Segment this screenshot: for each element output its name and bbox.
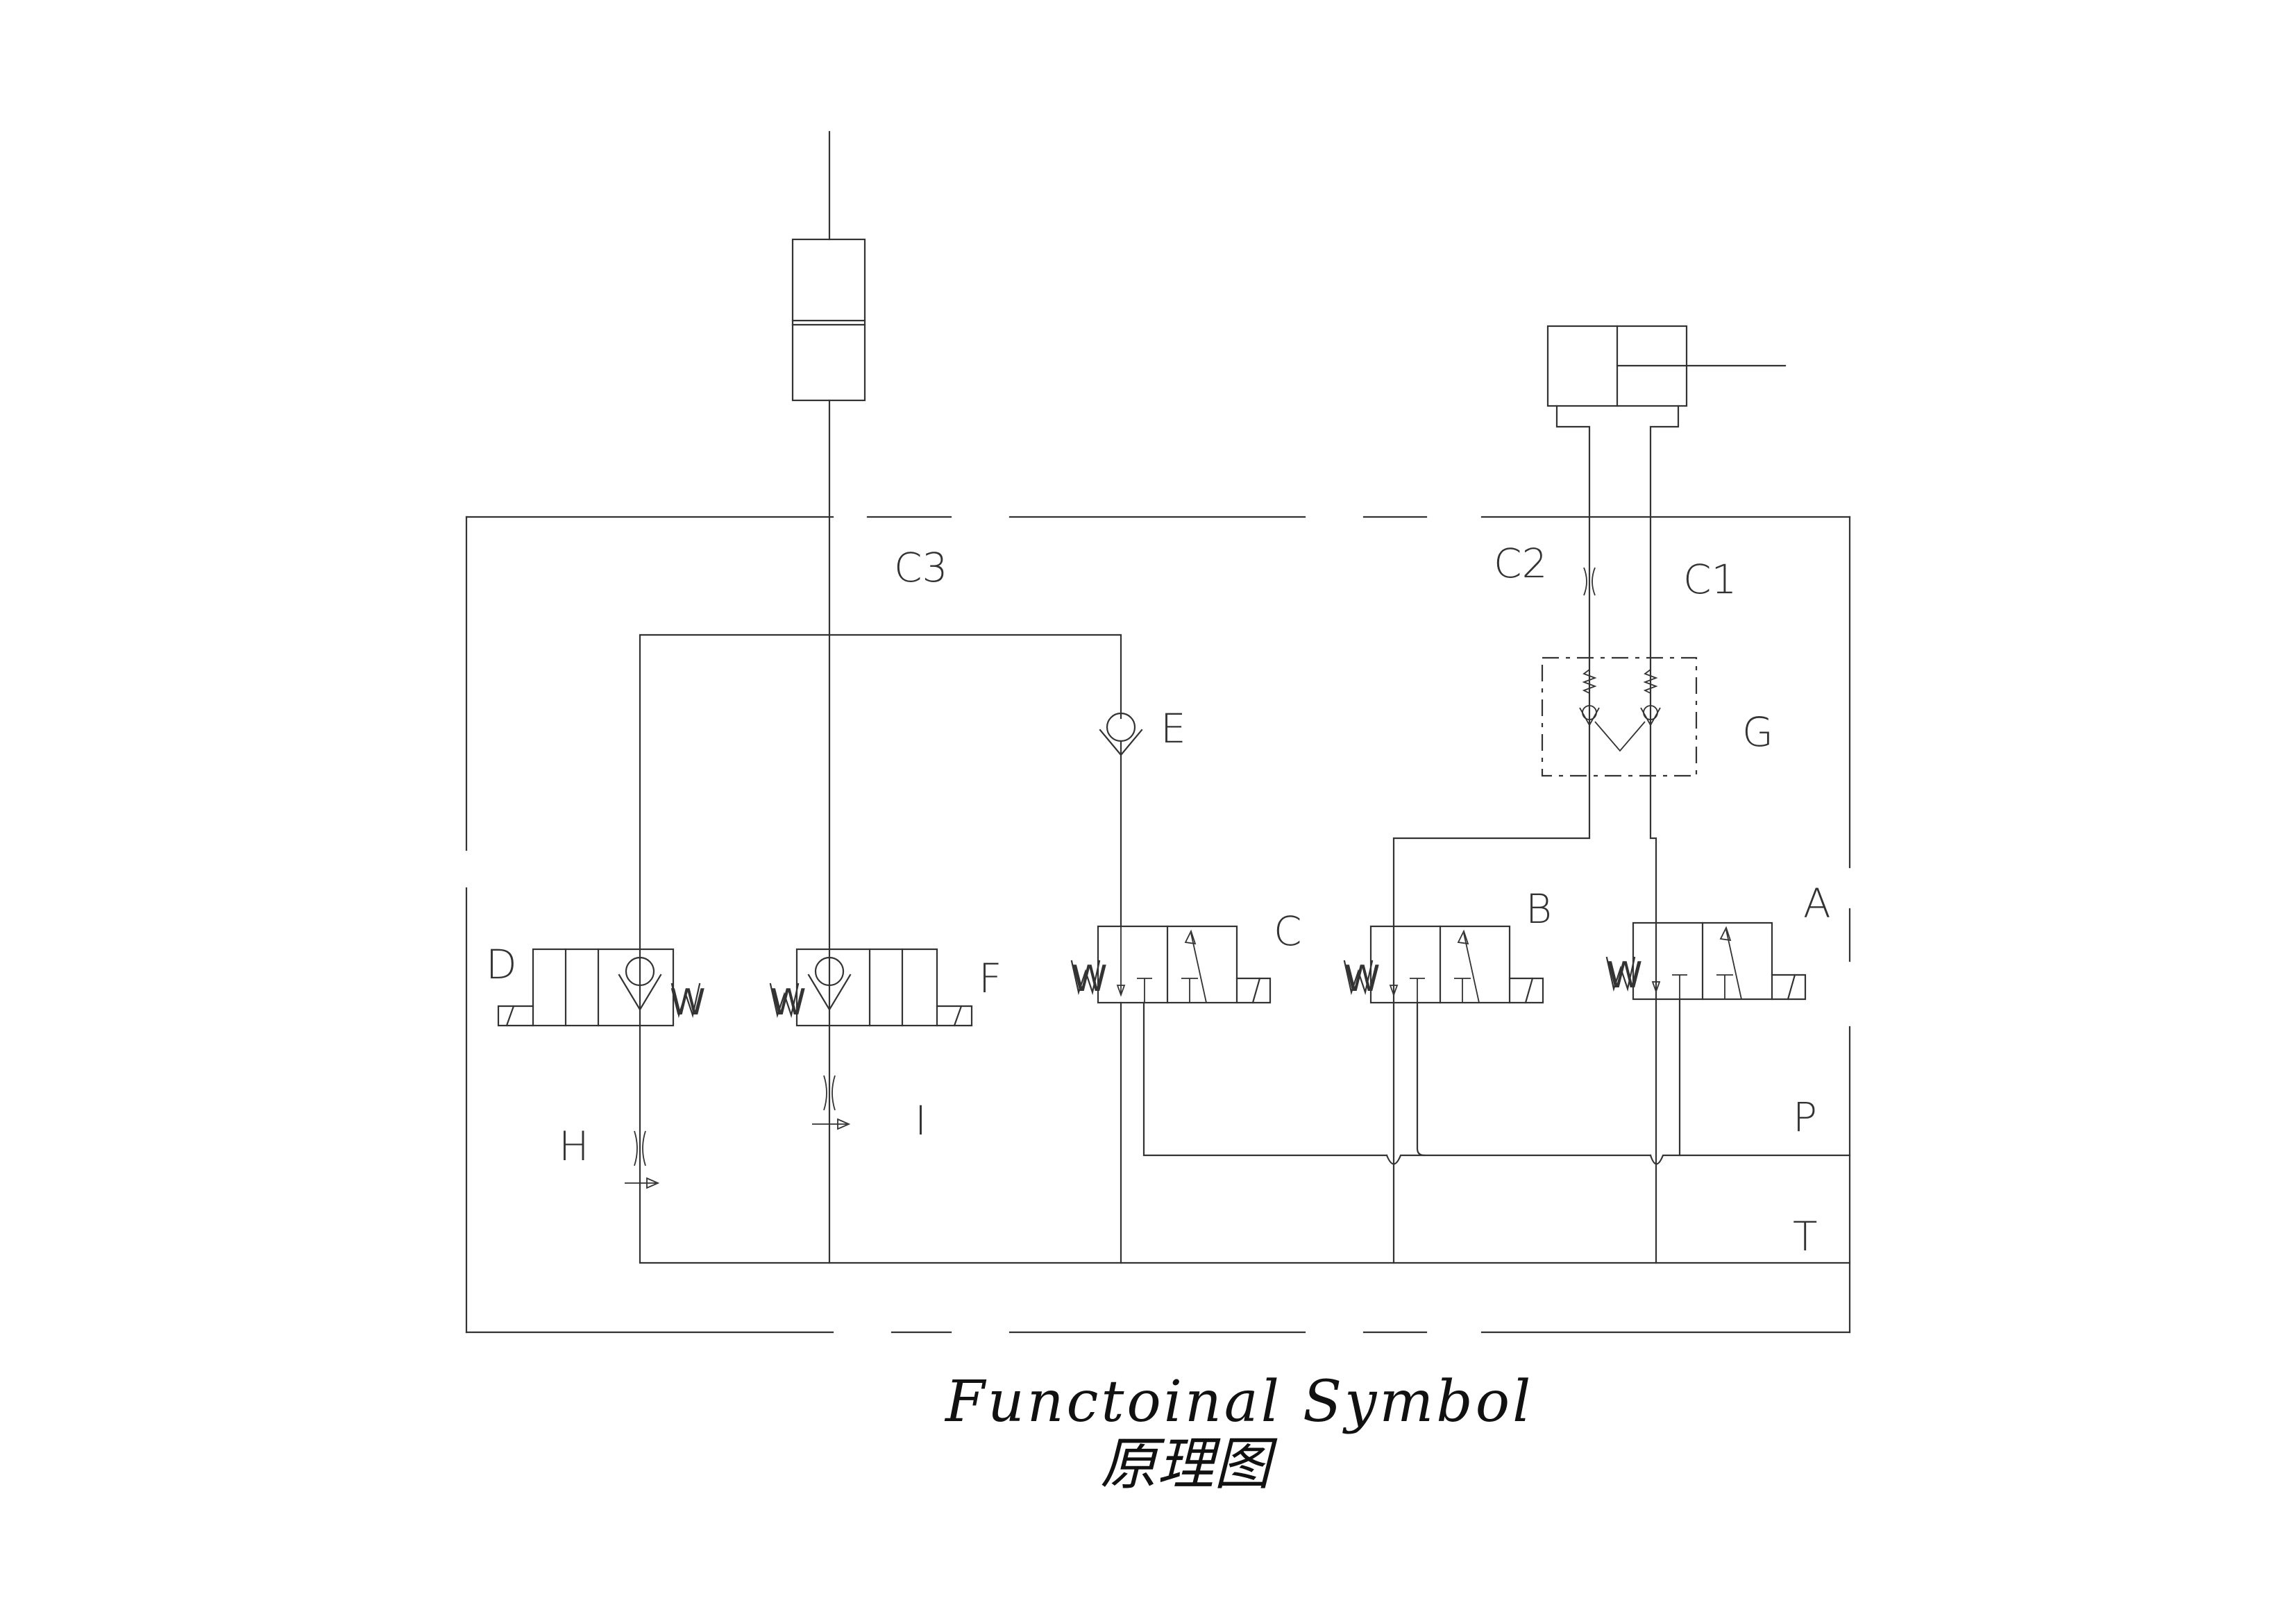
label-c1: C1	[1683, 556, 1737, 603]
label-w-f: W	[770, 982, 806, 1023]
label-i: I	[915, 1097, 927, 1144]
label-w-a: W	[1607, 955, 1642, 996]
valve-c	[1070, 925, 1388, 1264]
label-b: B	[1526, 885, 1552, 933]
cylinder-c1-c2	[1392, 325, 1787, 1264]
label-a: A	[1803, 880, 1831, 927]
cylinder-c3	[791, 130, 866, 1264]
label-w-c: W	[1072, 958, 1107, 1000]
orifice-i	[812, 1075, 851, 1130]
label-g: G	[1742, 708, 1773, 756]
title-chinese: 原理图	[1100, 1431, 1278, 1497]
label-h: H	[559, 1123, 589, 1170]
valve-b	[1343, 925, 1652, 1165]
label-f: F	[979, 955, 1002, 1002]
valve-d	[497, 948, 701, 1027]
label-e: E	[1160, 705, 1186, 752]
labels: C3 C2 C1 E G A B C D F H I P T W W W W W	[486, 540, 1831, 1260]
valve-a	[1605, 921, 1851, 1165]
label-c3: C3	[894, 544, 947, 591]
label-c2: C2	[1494, 540, 1547, 587]
pilot-check-valve-g	[1541, 656, 1698, 777]
valve-f	[769, 948, 973, 1027]
upper-cross-line	[639, 634, 1122, 1263]
orifice-c2	[1583, 567, 1596, 596]
check-valve-e	[1099, 712, 1143, 928]
label-p: P	[1793, 1094, 1817, 1141]
orifice-h	[625, 1130, 660, 1189]
label-c: C	[1274, 908, 1302, 955]
title-english: Functoinal Symbol	[944, 1369, 1533, 1435]
label-t: T	[1793, 1213, 1817, 1260]
label-w-b: W	[1344, 958, 1380, 1000]
manifold-outline	[465, 516, 1851, 1334]
label-w-d: W	[670, 982, 705, 1023]
label-d: D	[486, 941, 517, 988]
title-block: Functoinal Symbol 原理图	[944, 1369, 1533, 1497]
